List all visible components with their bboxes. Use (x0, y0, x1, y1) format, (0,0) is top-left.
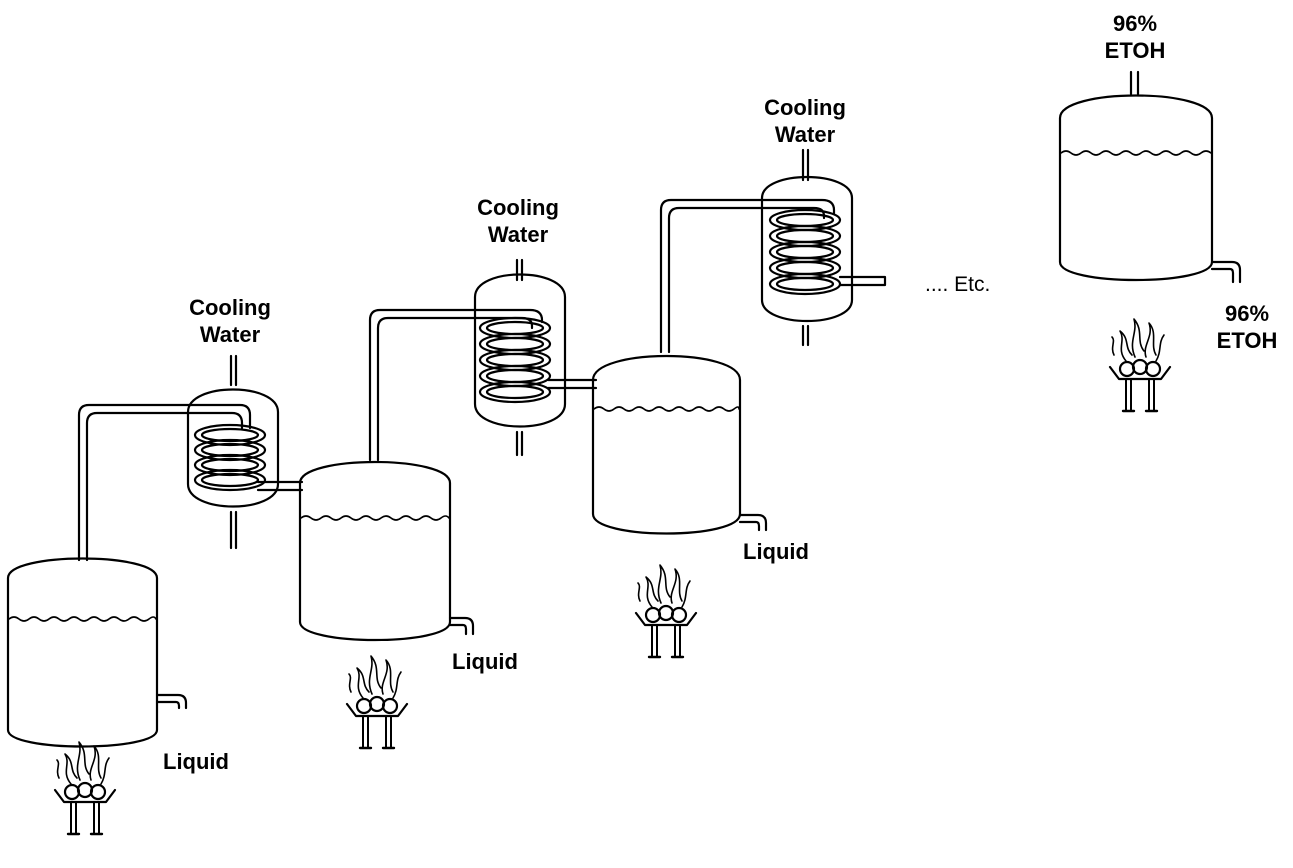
liquid-label-3: Liquid (743, 539, 809, 564)
burner-1 (53, 740, 117, 836)
condenser-1 (186, 354, 280, 550)
still-3 (591, 355, 768, 535)
burner-3 (634, 563, 698, 659)
cooling-water-label-3: Cooling Water (764, 95, 846, 147)
ethanol-label-top: 96% ETOH (1104, 11, 1166, 63)
etc-label: .... Etc. (925, 273, 991, 296)
ethanol-label-side: 96% ETOH (1216, 301, 1278, 353)
final-still (1058, 70, 1242, 284)
condenser-2 (473, 258, 567, 457)
liquid-label-2: Liquid (452, 649, 518, 674)
still-2 (298, 460, 475, 642)
burner-4 (1108, 317, 1172, 413)
cooling-water-label-1: Cooling Water (189, 295, 271, 347)
liquid-label-1: Liquid (163, 749, 229, 774)
condenser-3 (760, 148, 887, 347)
cooling-water-label-2: Cooling Water (477, 195, 559, 247)
vapor-pipes (77, 198, 836, 562)
still-1 (6, 557, 188, 748)
burner-2 (345, 654, 409, 750)
